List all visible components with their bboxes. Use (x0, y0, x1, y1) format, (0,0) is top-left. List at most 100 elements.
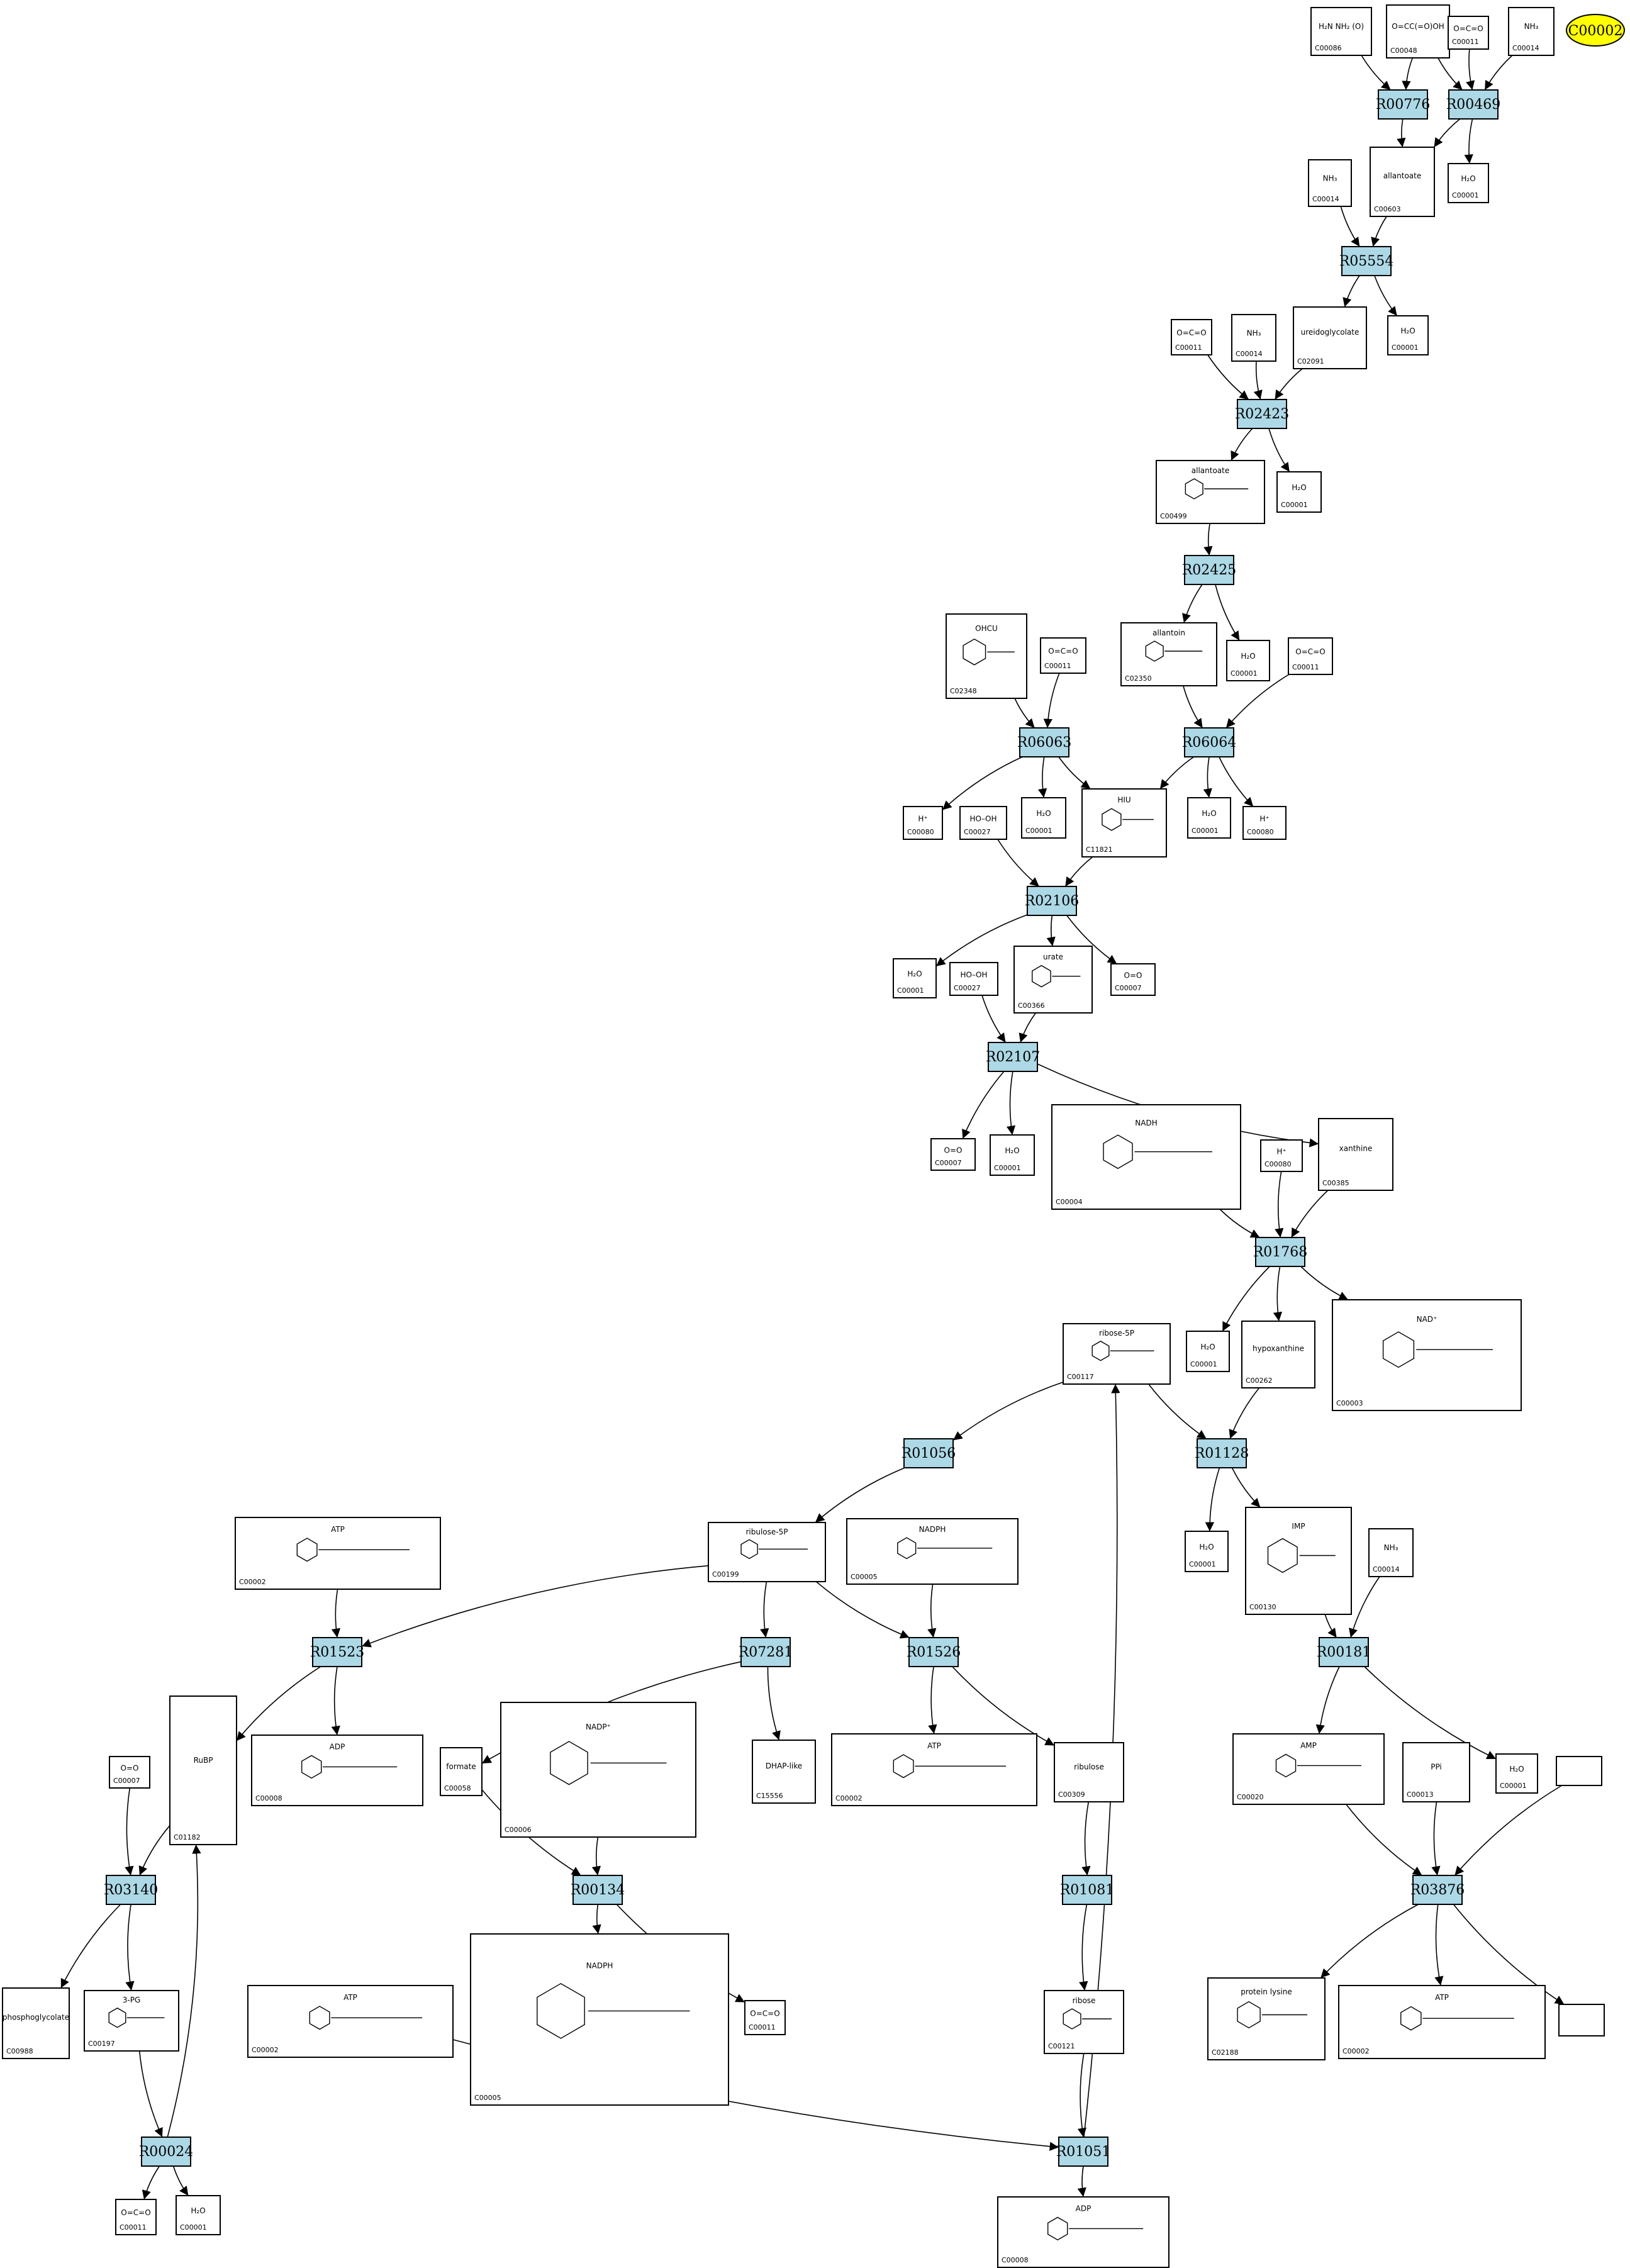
reaction-label: R01526 (907, 1645, 961, 1660)
reaction-R01051[interactable]: R01051 (1056, 2137, 1111, 2167)
reaction-R01523[interactable]: R01523 (310, 1637, 365, 1667)
reaction-R00181[interactable]: R00181 (1317, 1637, 1371, 1667)
compound-structure-text: O=CC(=O)OH (1392, 22, 1444, 31)
reaction-label: R00469 (1446, 97, 1501, 113)
compound-empty-a[interactable] (1556, 1756, 1602, 1786)
compound-C00086[interactable]: H₂N NH₂ (O)C00086 (1310, 7, 1372, 56)
reaction-R02107[interactable]: R02107 (986, 1042, 1041, 1072)
reaction-R07281[interactable]: R07281 (739, 1637, 793, 1667)
compound-C00003-a[interactable]: NAD⁺C00003 (1332, 1299, 1522, 1411)
compound-C00080-b[interactable]: H⁺C00080 (1242, 806, 1287, 840)
reaction-R00776[interactable]: R00776 (1376, 89, 1431, 120)
edge-c-C00011-c-to-R06063 (1043, 673, 1060, 729)
reaction-R01768[interactable]: R01768 (1253, 1237, 1308, 1267)
highlight-ellipse[interactable] (1566, 14, 1625, 47)
reaction-R00469[interactable]: R00469 (1446, 89, 1501, 120)
compound-id-label: C00048 (1390, 47, 1417, 55)
compound-empty-b[interactable] (1558, 2004, 1605, 2036)
compound-C00080-c[interactable]: H⁺C00080 (1260, 1139, 1303, 1172)
reaction-R02423[interactable]: R02423 (1235, 399, 1290, 429)
reaction-R06064[interactable]: R06064 (1182, 727, 1237, 757)
highlight-node[interactable]: C00002 (1566, 14, 1625, 47)
reaction-R02425[interactable]: R02425 (1182, 555, 1237, 585)
edge-c-C00020-to-R03876 (1346, 1804, 1422, 1876)
reaction-R03876[interactable]: R03876 (1410, 1875, 1465, 1905)
edge-R06064-to-c-C00080-b (1219, 756, 1254, 807)
reaction-R01128[interactable]: R01128 (1195, 1438, 1249, 1468)
reaction-R00134[interactable]: R00134 (571, 1875, 625, 1905)
edge-R06064-to-c-C00001-f (1203, 756, 1212, 798)
reaction-R01526[interactable]: R01526 (907, 1637, 961, 1667)
reaction-R02106[interactable]: R02106 (1025, 886, 1080, 916)
reaction-R03140[interactable]: R03140 (104, 1875, 159, 1905)
compound-C00048[interactable]: O=CC(=O)OH C00048 (1386, 4, 1450, 59)
reaction-R01056[interactable]: R01056 (902, 1438, 956, 1468)
compound-C00006[interactable]: NADP⁺C00006 (500, 1702, 696, 1838)
reaction-R01081[interactable]: R01081 (1060, 1875, 1115, 1905)
reaction-R06063[interactable]: R06063 (1017, 727, 1072, 757)
reaction-R00024[interactable]: R00024 (139, 2137, 194, 2167)
reaction-R05554[interactable]: R05554 (1339, 246, 1394, 276)
compound-C00080-a[interactable]: H⁺C00080 (903, 806, 943, 840)
